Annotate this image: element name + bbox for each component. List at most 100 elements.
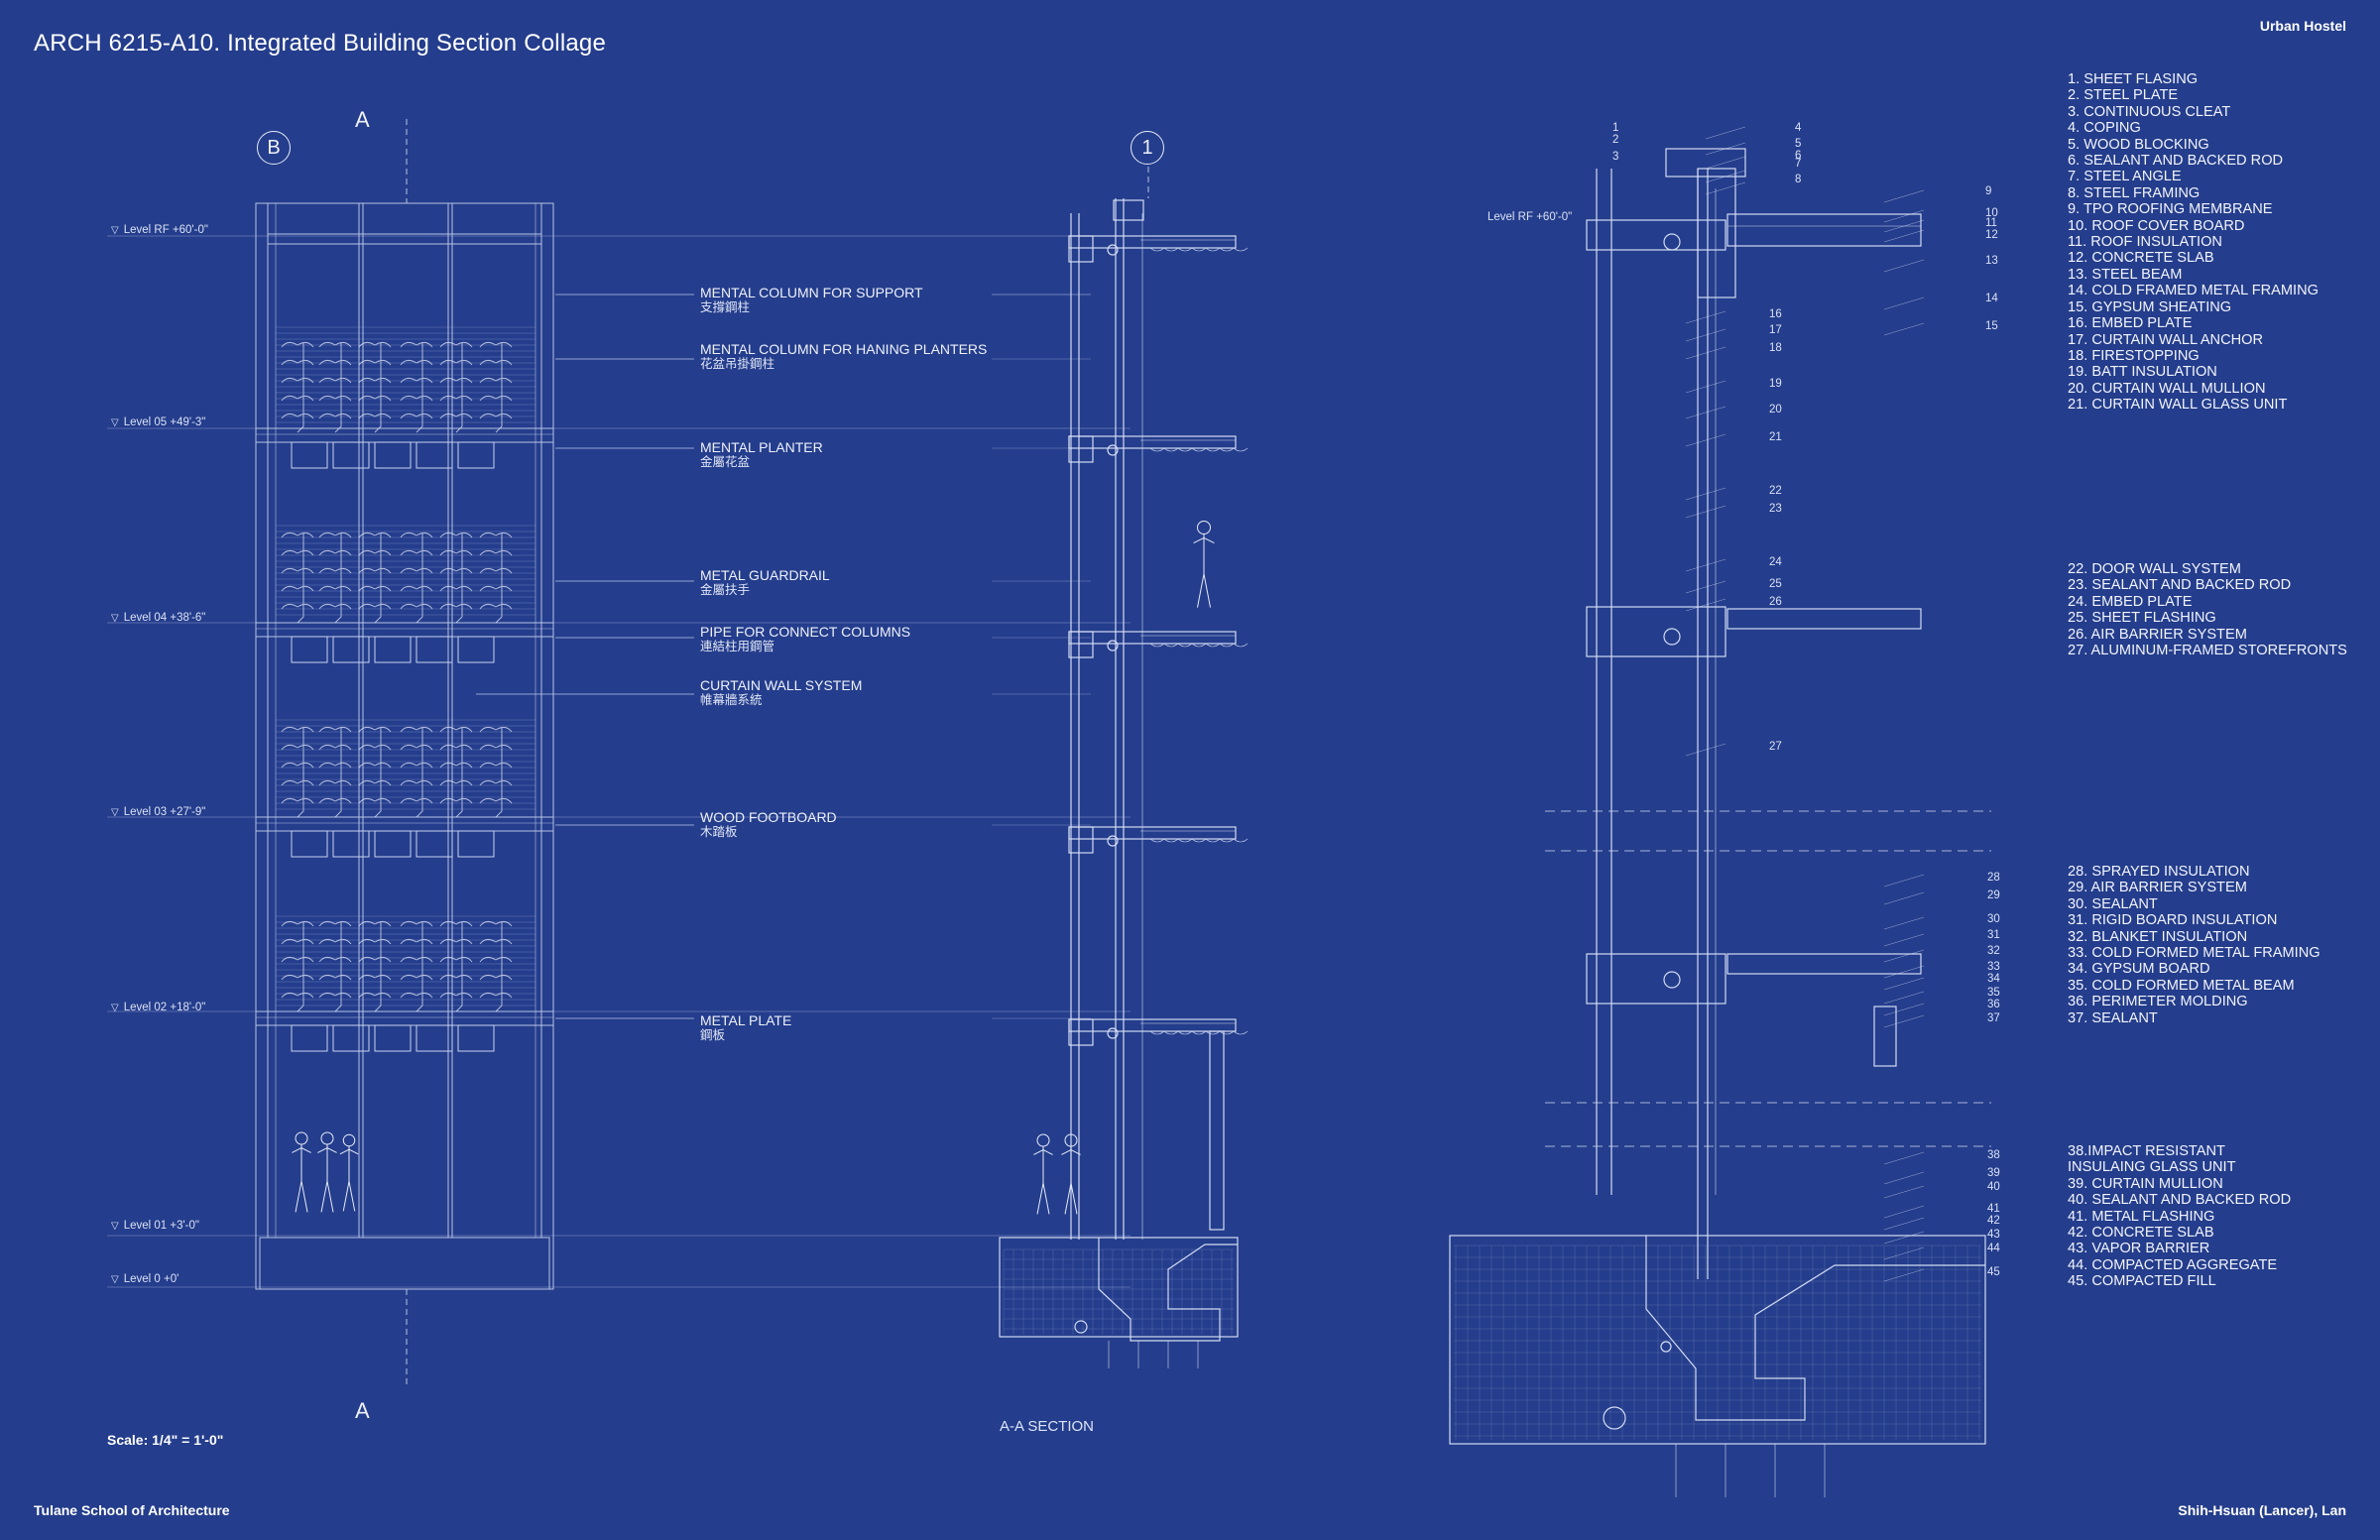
detail-number: 38 [1987, 1149, 2000, 1161]
detail-number: 39 [1987, 1167, 2000, 1179]
drawing-scale: Scale: 1/4" = 1'-0" [107, 1432, 224, 1448]
detail-number: 31 [1987, 929, 2000, 941]
detail-number: 15 [1985, 320, 1998, 332]
legend-item: 43. VAPOR BARRIER [2068, 1241, 2210, 1257]
legend-item: 16. EMBED PLATE [2068, 315, 2193, 332]
detail-number: 35 [1987, 987, 2000, 999]
legend-item: 37. SEALANT [2068, 1009, 2158, 1026]
detail-number: 23 [1769, 503, 1782, 515]
detail-number: 6 [1795, 150, 1801, 162]
detail-number-labels: 1234567891011121314151617181920212223242… [1612, 122, 2000, 1278]
callout-leaders [476, 294, 1091, 1019]
grid-head-b: B [257, 131, 291, 165]
legend-item: 30. SEALANT [2068, 895, 2158, 912]
detail-number: 32 [1987, 945, 2000, 957]
legend-item: 36. PERIMETER MOLDING [2068, 994, 2248, 1010]
legend-item: 35. COLD FORMED METAL BEAM [2068, 977, 2295, 994]
legend-item: 9. TPO ROOFING MEMBRANE [2068, 201, 2273, 218]
legend-item: 22. DOOR WALL SYSTEM [2068, 561, 2241, 577]
wall-detail-drawing [1449, 126, 1991, 1497]
legend-item: 32. BLANKET INSULATION [2068, 928, 2248, 945]
level-triangle-icon: ▽ [111, 1003, 119, 1013]
human-figures [292, 521, 1215, 1215]
legend-item: 1. SHEET FLASING [2068, 71, 2199, 87]
detail-number: 1 [1612, 122, 1618, 134]
detail-number: 25 [1769, 578, 1782, 590]
legend-item: 10. ROOF COVER BOARD [2068, 217, 2245, 234]
legend-item: 18. FIRESTOPPING [2068, 347, 2200, 364]
detail-number: 11 [1985, 217, 1997, 229]
detail-number: 45 [1987, 1266, 2000, 1278]
building-elevation [107, 119, 1149, 1388]
legend-item: 11. ROOF INSULATION [2068, 234, 2222, 251]
level-label: ▽Level 02 +18'-0" [111, 1002, 206, 1013]
detail-number: 21 [1769, 431, 1782, 443]
detail-number: 28 [1987, 872, 2000, 884]
detail-number: 20 [1769, 404, 1782, 415]
level-label: ▽Level RF +60'-0" [111, 224, 208, 236]
detail-number: 18 [1769, 342, 1782, 354]
detail-number: 5 [1795, 138, 1801, 150]
legend-item: 14. COLD FRAMED METAL FRAMING [2068, 283, 2319, 299]
legend-item: 26. AIR BARRIER SYSTEM [2068, 626, 2247, 643]
legend-item: 44. COMPACTED AGGREGATE [2068, 1256, 2278, 1273]
level-triangle-icon: ▽ [111, 807, 119, 818]
legend-item: 2. STEEL PLATE [2068, 87, 2179, 104]
detail-number: 9 [1985, 185, 1991, 197]
detail-number: 7 [1795, 158, 1801, 170]
detail-number: 2 [1612, 134, 1618, 146]
detail-number: 22 [1769, 485, 1782, 497]
detail-number: 19 [1769, 378, 1782, 390]
legend-item: 5. WOOD BLOCKING [2068, 136, 2209, 153]
legend-item: 38.IMPACT RESISTANT [2068, 1143, 2225, 1159]
legend-item: 19. BATT INSULATION [2068, 364, 2217, 381]
level-label: ▽Level 04 +38'-6" [111, 612, 206, 624]
legend-item: 33. COLD FORMED METAL FRAMING [2068, 945, 2320, 962]
legend-item: 45. COMPACTED FILL [2068, 1273, 2216, 1290]
detail-number: 13 [1985, 255, 1998, 267]
legend-item: 15. GYPSUM SHEATING [2068, 298, 2232, 315]
legend-item: 41. METAL FLASHING [2068, 1208, 2215, 1225]
level-label: ▽Level 03 +27'-9" [111, 806, 206, 818]
level-triangle-icon: ▽ [111, 613, 119, 624]
page-title: ARCH 6215-A10. Integrated Building Secti… [34, 30, 607, 57]
legend-item: 29. AIR BARRIER SYSTEM [2068, 880, 2247, 896]
legend-item: 34. GYPSUM BOARD [2068, 961, 2210, 978]
detail-number: 27 [1769, 741, 1782, 753]
level-triangle-icon: ▽ [111, 1274, 119, 1285]
detail-number: 37 [1987, 1012, 2000, 1024]
level-triangle-icon: ▽ [111, 225, 119, 236]
section-marker-a-bottom: A [355, 1398, 370, 1423]
legend-item: 3. CONTINUOUS CLEAT [2068, 103, 2231, 120]
detail-number: 43 [1987, 1229, 2000, 1241]
level-triangle-icon: ▽ [111, 417, 119, 428]
grid-head-1: 1 [1130, 131, 1164, 165]
legend-item: 21. CURTAIN WALL GLASS UNIT [2068, 397, 2288, 414]
detail-number: 12 [1985, 229, 1998, 241]
detail-number: 10 [1985, 207, 1998, 219]
detail-number: 29 [1987, 889, 2000, 901]
level-label: ▽Level 01 +3'-0" [111, 1220, 199, 1232]
author-name: Shih-Hsuan (Lancer), Lan [2178, 1502, 2346, 1518]
legend-item: 4. COPING [2068, 120, 2141, 137]
legend-item: 8. STEEL FRAMING [2068, 184, 2201, 201]
detail-number: 30 [1987, 913, 2000, 925]
legend-item: 42. CONCRETE SLAB [2068, 1225, 2214, 1242]
project-name: Urban Hostel [2259, 18, 2346, 34]
legend-item: 23. SEALANT AND BACKED ROD [2068, 577, 2292, 594]
section-marker-a-top: A [355, 107, 370, 132]
legend-item: 28. SPRAYED INSULATION [2068, 864, 2250, 880]
planter-boxes [291, 441, 495, 1052]
climbing-plants [281, 341, 513, 1012]
